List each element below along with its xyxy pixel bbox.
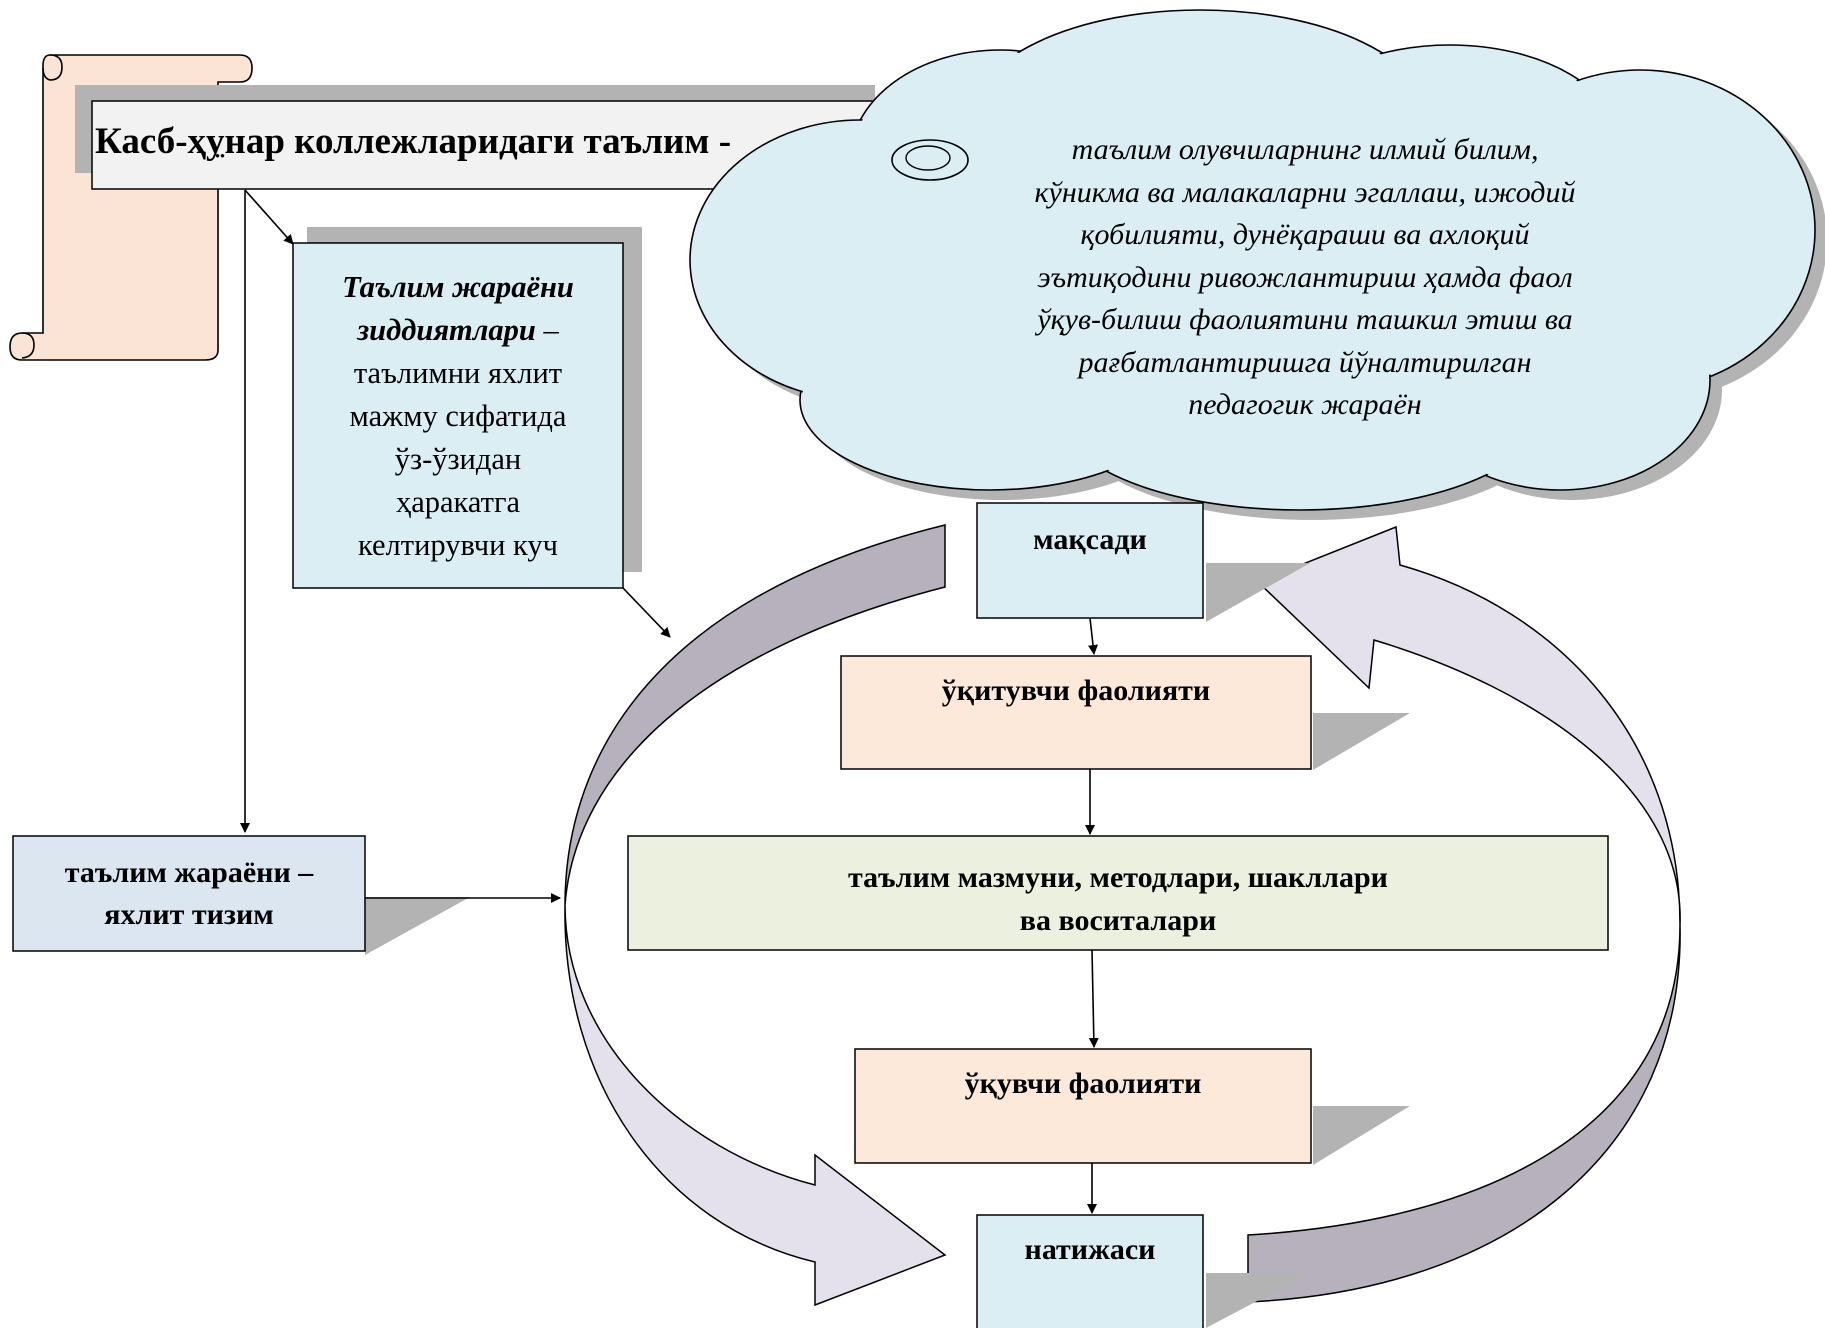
result-box-shadow xyxy=(1206,1273,1310,1328)
definition-line: кўникма ва малакаларни эгаллаш, ижодий xyxy=(1034,175,1576,209)
content-methods-line: ва воситалари xyxy=(1019,904,1217,937)
arrow-content-to-student xyxy=(1088,949,1099,1048)
whole-system-line: яхлит тизим xyxy=(104,898,274,931)
arrow-contradictions-to-ring xyxy=(622,587,671,638)
definition-line: қобилияти, дунёқараши ва ахлоқий xyxy=(1080,218,1530,252)
definition-line: рағбатлантиришга йўналтирилган xyxy=(1078,345,1532,379)
contradictions-body-line: келтирувчи куч xyxy=(357,527,559,562)
result-box xyxy=(976,1214,1204,1328)
goal-text: мақсади xyxy=(1033,523,1147,556)
teacher-box-shadow xyxy=(1313,713,1410,770)
student-activity-label: ўқувчи фаолияти xyxy=(855,1048,1311,1120)
student-activity-text: ўқувчи фаолияти xyxy=(964,1067,1202,1100)
whole-system-box xyxy=(12,835,366,952)
whole-system-line: таълим жараёни – xyxy=(64,856,314,889)
contradictions-heading-line: Таълим жараёни xyxy=(342,269,574,304)
definition-line: ўқув-билиш фаолиятини ташкил этиш ва xyxy=(1037,303,1573,337)
teacher-activity-label: ўқитувчи фаолияти xyxy=(841,655,1311,727)
contradictions-body-line: ҳаракатга xyxy=(395,484,521,519)
contradictions-box xyxy=(292,242,624,589)
teacher-activity-text: ўқитувчи фаолияти xyxy=(941,674,1211,707)
goal-box xyxy=(976,502,1204,619)
student-box-shadow xyxy=(1313,1106,1410,1165)
definition-line: таълим олувчиларнинг илмий билим, xyxy=(1071,133,1539,167)
arrow-title-to-contradictions xyxy=(244,189,294,245)
result-text: натижаси xyxy=(1024,1233,1156,1266)
contradictions-body-line: мажму сифатида xyxy=(349,398,567,433)
result-label: натижаси xyxy=(977,1215,1203,1285)
whole-system-box-shadow xyxy=(365,897,470,955)
definition-line: эътиқодини ривожлантириш ҳамда фаол xyxy=(1037,260,1573,294)
definition-cloud-fill xyxy=(692,12,1813,508)
title-overflow-mark: ̈ xyxy=(210,148,230,188)
definition-line: педагогик жараён xyxy=(1188,388,1422,422)
contradictions-body-line: таълимни яхлит xyxy=(353,355,563,390)
definition-text: таълим олувчиларнинг илмий билим, кўникм… xyxy=(945,130,1665,426)
whole-system-text: таълим жараёни – яхлит тизим xyxy=(13,838,365,950)
title-text: Касб-ҳунар коллежларидаги таълим - xyxy=(95,120,732,162)
scroll-top-curl xyxy=(42,54,63,81)
contradictions-body-line: ўз-ўзидан xyxy=(394,441,522,476)
contradictions-dash: – xyxy=(535,312,559,347)
thought-bubble-small xyxy=(905,145,951,171)
content-methods-label: таълим мазмуни, методлари, шакллари ва в… xyxy=(628,838,1608,960)
content-methods-line: таълим мазмуни, методлари, шакллари xyxy=(848,861,1388,894)
contradictions-text: Таълим жараёни зиддиятлари – таълимни ях… xyxy=(293,246,623,586)
teacher-activity-box xyxy=(840,655,1312,770)
contradictions-heading-line: зиддиятлари xyxy=(357,312,536,347)
ring-arrow-bottom-right xyxy=(1247,924,1681,1303)
ring-arrow-bottom-left xyxy=(564,904,947,1307)
goal-label: мақсади xyxy=(977,505,1203,575)
arrow-goal-to-teacher xyxy=(1088,617,1098,655)
title-label: Касб-ҳунар коллежларидаги таълим - xyxy=(95,104,885,178)
scroll-bottom-curl xyxy=(21,332,35,359)
content-methods-box xyxy=(627,835,1609,951)
ring-arrow-top-left xyxy=(564,524,946,906)
goal-box-shadow xyxy=(1206,563,1310,622)
student-activity-box xyxy=(854,1048,1312,1164)
